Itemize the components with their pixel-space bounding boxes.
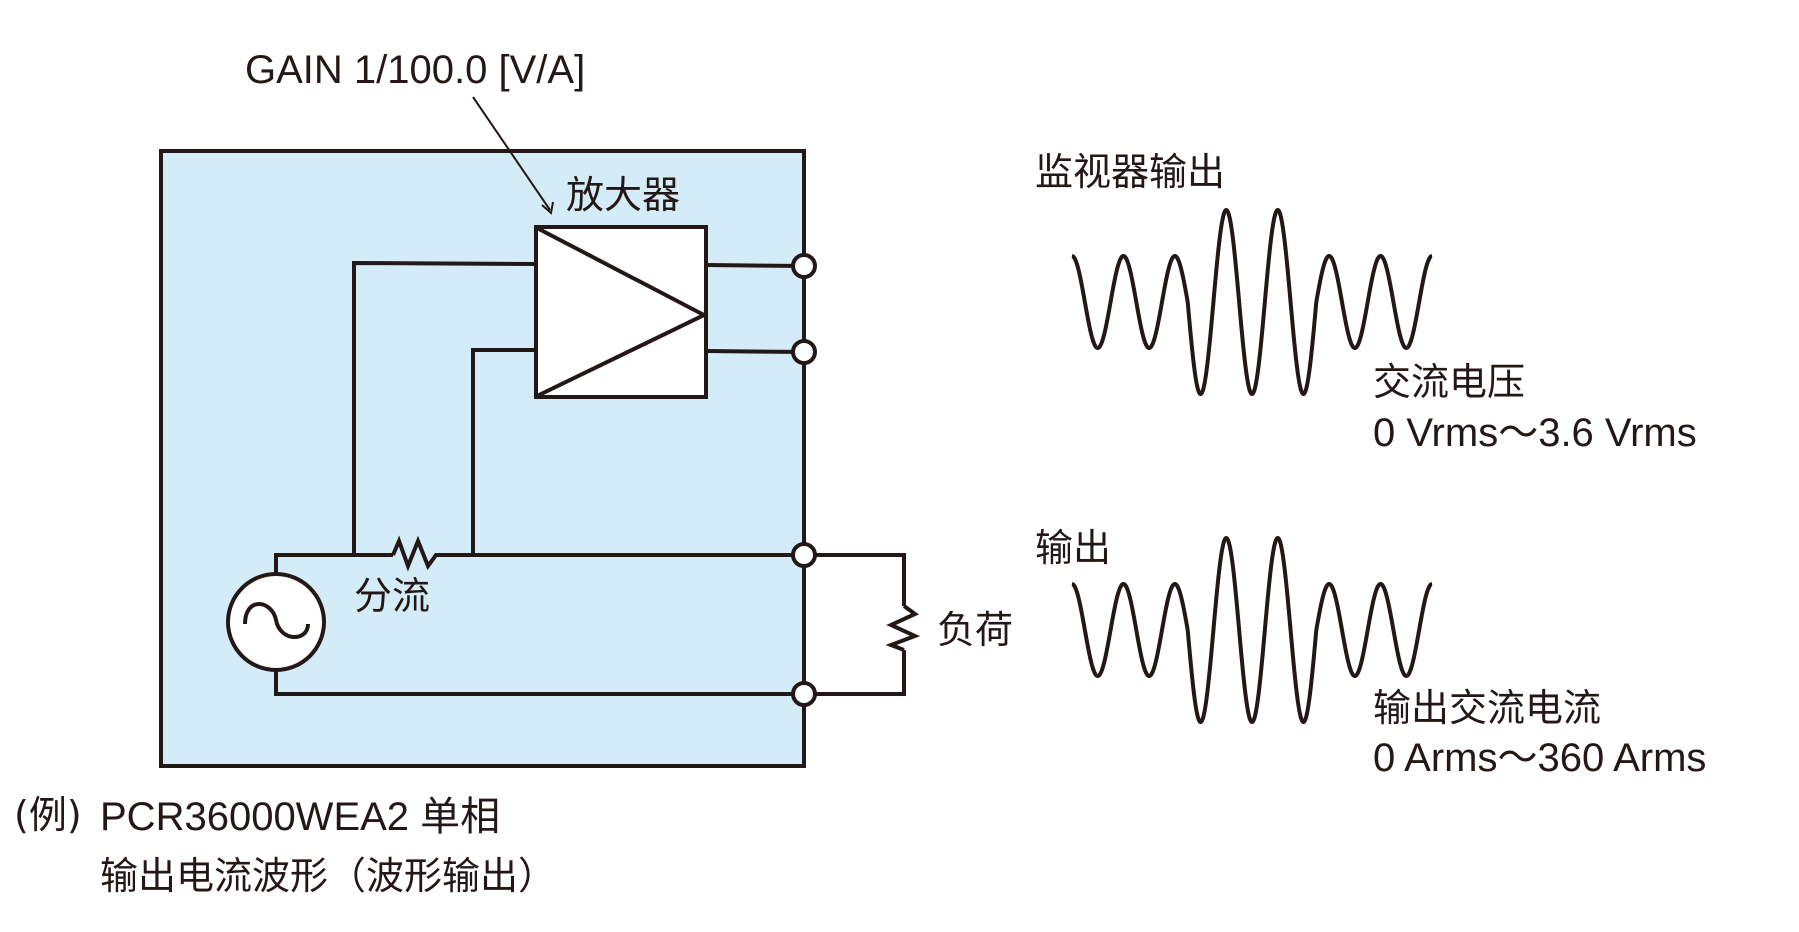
amplifier-triangle-icon	[536, 226, 709, 398]
caption-line-1: PCR36000WEA2 单相	[100, 795, 501, 839]
shunt-resistor-icon	[391, 535, 438, 572]
monitor-output-range: 0 Vrms～3.6 Vrms	[1373, 411, 1697, 455]
sense-wire-low	[471, 348, 535, 555]
load-resistor-icon	[885, 604, 921, 652]
load-wire-2	[804, 650, 906, 696]
monitor-terminal-1	[791, 253, 817, 279]
output-waveform	[1071, 535, 1433, 725]
output-quantity: 输出交流电流	[1373, 686, 1602, 730]
sense-wire-high	[352, 260, 536, 555]
monitor-output-quantity: 交流电压	[1373, 360, 1526, 404]
output-title: 输出	[1035, 526, 1112, 570]
ac-source-icon	[226, 572, 326, 672]
amplifier-label: 放大器	[566, 173, 681, 217]
output-terminal-high	[791, 542, 817, 568]
monitor-output-title: 监视器输出	[1035, 150, 1226, 194]
output-terminal-low	[791, 681, 817, 707]
monitor-waveform	[1071, 207, 1433, 397]
load-wire	[804, 553, 906, 606]
output-wire-high	[274, 553, 393, 574]
gain-label: GAIN 1/100.0 [V/A]	[245, 48, 586, 92]
monitor-wire-2	[705, 349, 805, 354]
output-wire-low	[274, 670, 804, 696]
caption-line-2: 输出电流波形（波形输出）	[100, 854, 557, 898]
amplifier-block	[534, 225, 709, 399]
monitor-terminal-2	[791, 339, 817, 365]
output-range: 0 Arms～360 Arms	[1373, 736, 1707, 780]
load-label: 负荷	[937, 608, 1014, 652]
gain-arrow	[472, 96, 554, 215]
monitor-wire-1	[705, 263, 805, 268]
caption-prefix: (例)	[14, 793, 82, 837]
shunt-label: 分流	[354, 574, 431, 618]
